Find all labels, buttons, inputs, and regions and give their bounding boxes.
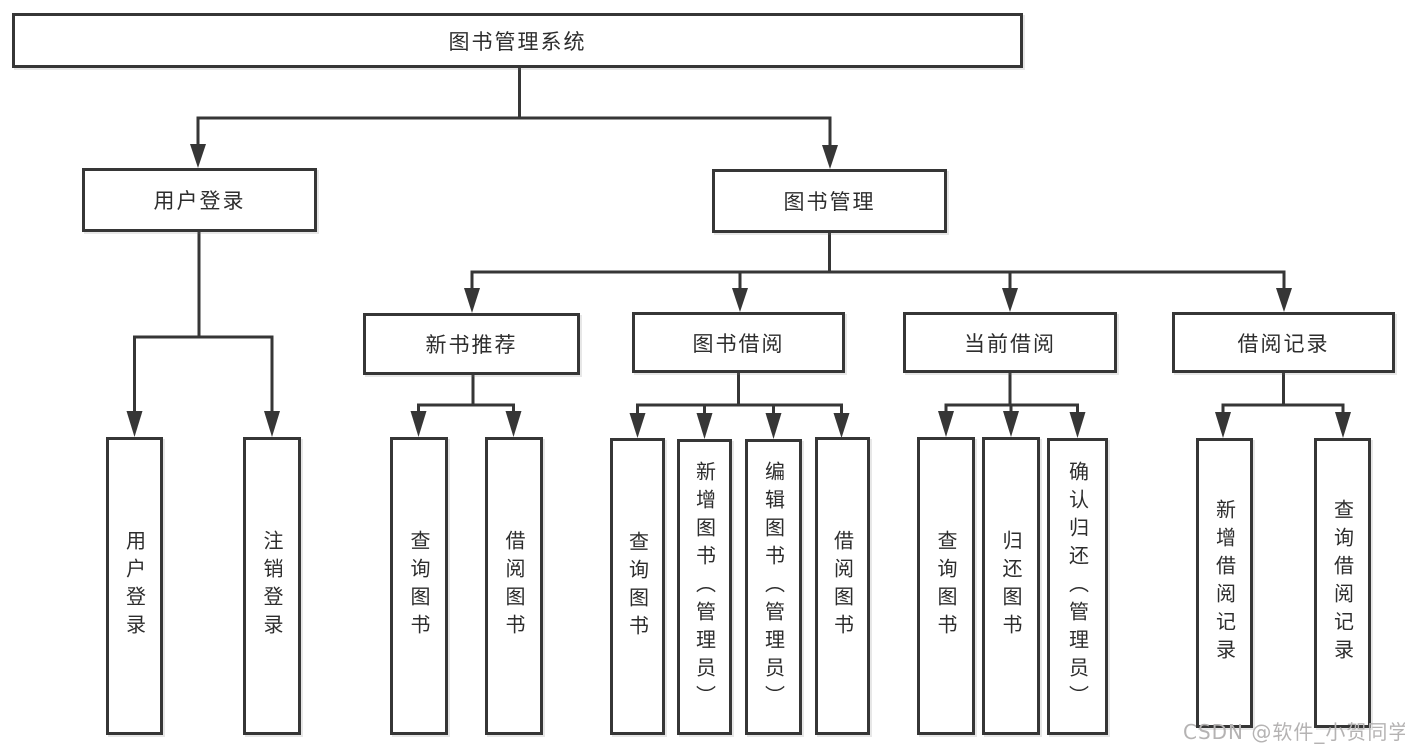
connector-bookborrow-to-leaves xyxy=(636,371,843,417)
leaf-current-query-book-label: 查询图书 xyxy=(934,530,958,642)
arrowhead xyxy=(1069,412,1086,438)
leaf-current-return-book-label: 归还图书 xyxy=(999,530,1023,642)
leaf-borrow-add-book-admin: 新增图书（管理员） xyxy=(677,439,732,735)
leaf-current-return-book: 归还图书 xyxy=(982,437,1040,735)
leaf-logout: 注销登录 xyxy=(243,437,301,735)
leaf-records-query-record-label: 查询借阅记录 xyxy=(1330,499,1355,667)
leaf-newbooks-borrow-book: 借阅图书 xyxy=(485,437,543,735)
arrowhead xyxy=(126,411,143,437)
node-borrow-records-label: 借阅记录 xyxy=(1237,331,1330,356)
node-root: 图书管理系统 xyxy=(12,13,1023,68)
leaf-borrow-query-book-label: 查询图书 xyxy=(625,530,650,643)
leaf-borrow-query-book: 查询图书 xyxy=(610,438,665,735)
arrowhead xyxy=(264,411,280,437)
node-borrow-records: 借阅记录 xyxy=(1172,312,1395,373)
connector-bookmgmt-to-level3 xyxy=(470,231,1286,292)
leaf-borrow-edit-book-admin: 编辑图书（管理员） xyxy=(745,439,802,735)
leaf-borrow-borrow-book-label: 借阅图书 xyxy=(830,530,855,642)
leaf-current-confirm-return-admin-label: 确认归还（管理员） xyxy=(1065,460,1090,713)
leaf-logout-label: 注销登录 xyxy=(260,530,284,642)
connector-root-to-level2 xyxy=(196,66,832,149)
arrowhead xyxy=(464,288,480,313)
leaf-records-add-record: 新增借阅记录 xyxy=(1196,438,1253,728)
node-new-book-recommend-label: 新书推荐 xyxy=(425,333,518,357)
arrowhead xyxy=(1215,412,1231,438)
node-current-borrow: 当前借阅 xyxy=(903,312,1117,373)
arrowhead xyxy=(696,413,713,439)
node-user-login: 用户登录 xyxy=(82,168,317,232)
leaf-newbooks-query-book-label: 查询图书 xyxy=(407,530,431,642)
arrowhead xyxy=(1335,412,1351,438)
node-new-book-recommend: 新书推荐 xyxy=(363,313,580,375)
leaf-borrow-add-book-admin-label: 新增图书（管理员） xyxy=(692,461,717,713)
leaf-user-login-label: 用户登录 xyxy=(122,530,147,642)
arrowhead xyxy=(765,413,782,439)
watermark: CSDN @软件_小贺同学 xyxy=(1183,720,1405,744)
node-book-borrow: 图书借阅 xyxy=(632,312,845,373)
leaf-records-query-record: 查询借阅记录 xyxy=(1314,438,1371,728)
arrowhead xyxy=(190,144,206,168)
leaf-newbooks-query-book: 查询图书 xyxy=(390,437,448,735)
arrowhead xyxy=(1002,288,1018,312)
leaf-borrow-borrow-book: 借阅图书 xyxy=(815,437,870,735)
node-root-label: 图书管理系统 xyxy=(448,29,587,54)
leaf-user-login: 用户登录 xyxy=(106,437,163,735)
arrowhead xyxy=(938,411,954,437)
arrowhead xyxy=(629,413,646,438)
node-book-management-label: 图书管理 xyxy=(783,190,876,214)
connector-newbooks-to-leaves xyxy=(417,373,515,415)
leaf-records-add-record-label: 新增借阅记录 xyxy=(1212,499,1237,667)
connector-records-to-leaves xyxy=(1221,371,1345,416)
connector-userlogin-to-leaves xyxy=(133,230,274,415)
arrowhead xyxy=(732,288,748,312)
leaf-newbooks-borrow-book-label: 借阅图书 xyxy=(502,530,526,642)
leaf-current-query-book: 查询图书 xyxy=(917,437,975,735)
node-book-management: 图书管理 xyxy=(712,169,947,233)
connector-currentborrow-to-leaves xyxy=(944,371,1079,416)
arrowhead xyxy=(1003,411,1019,437)
arrowhead xyxy=(1276,288,1292,312)
arrowhead xyxy=(833,413,850,438)
node-user-login-label: 用户登录 xyxy=(153,189,246,213)
node-current-borrow-label: 当前借阅 xyxy=(964,331,1056,356)
leaf-current-confirm-return-admin: 确认归还（管理员） xyxy=(1047,438,1108,735)
leaf-borrow-edit-book-admin-label: 编辑图书（管理员） xyxy=(761,461,786,713)
arrowhead xyxy=(410,411,427,437)
arrowhead xyxy=(505,411,522,437)
node-book-borrow-label: 图书借阅 xyxy=(692,331,785,356)
arrowhead xyxy=(822,145,838,169)
